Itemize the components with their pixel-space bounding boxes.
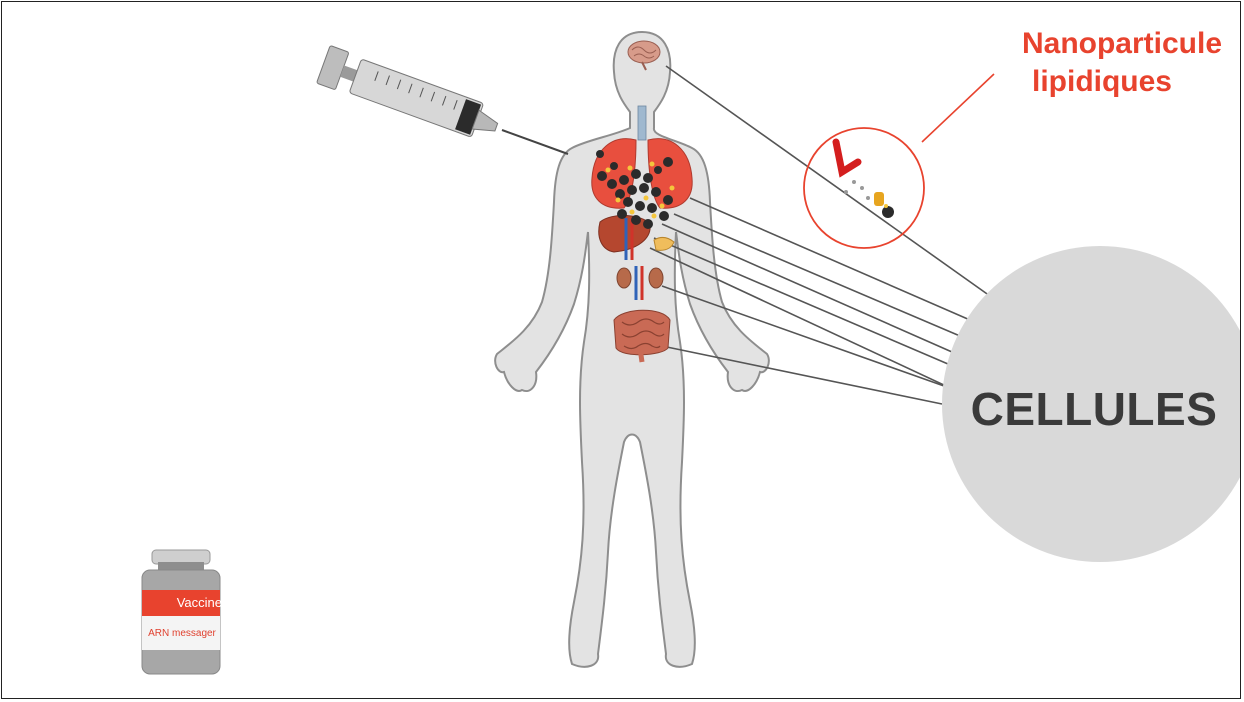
vaccine-vial-icon [142, 550, 220, 674]
trachea-icon [638, 106, 646, 140]
cells-label: CELLULES [944, 382, 1241, 436]
vial-name-label: Vaccine [142, 595, 222, 610]
nanoparticle-title-line2: lipidiques [1002, 64, 1202, 100]
connector-lungs [690, 198, 970, 320]
nanoparticle-title-line1: Nanoparticule [1002, 26, 1241, 62]
connector-intestines [662, 346, 942, 404]
syringe-icon [317, 45, 568, 154]
lipid-nanoparticle-callout [804, 74, 994, 248]
vial-subtitle-label: ARN messager [142, 628, 222, 639]
